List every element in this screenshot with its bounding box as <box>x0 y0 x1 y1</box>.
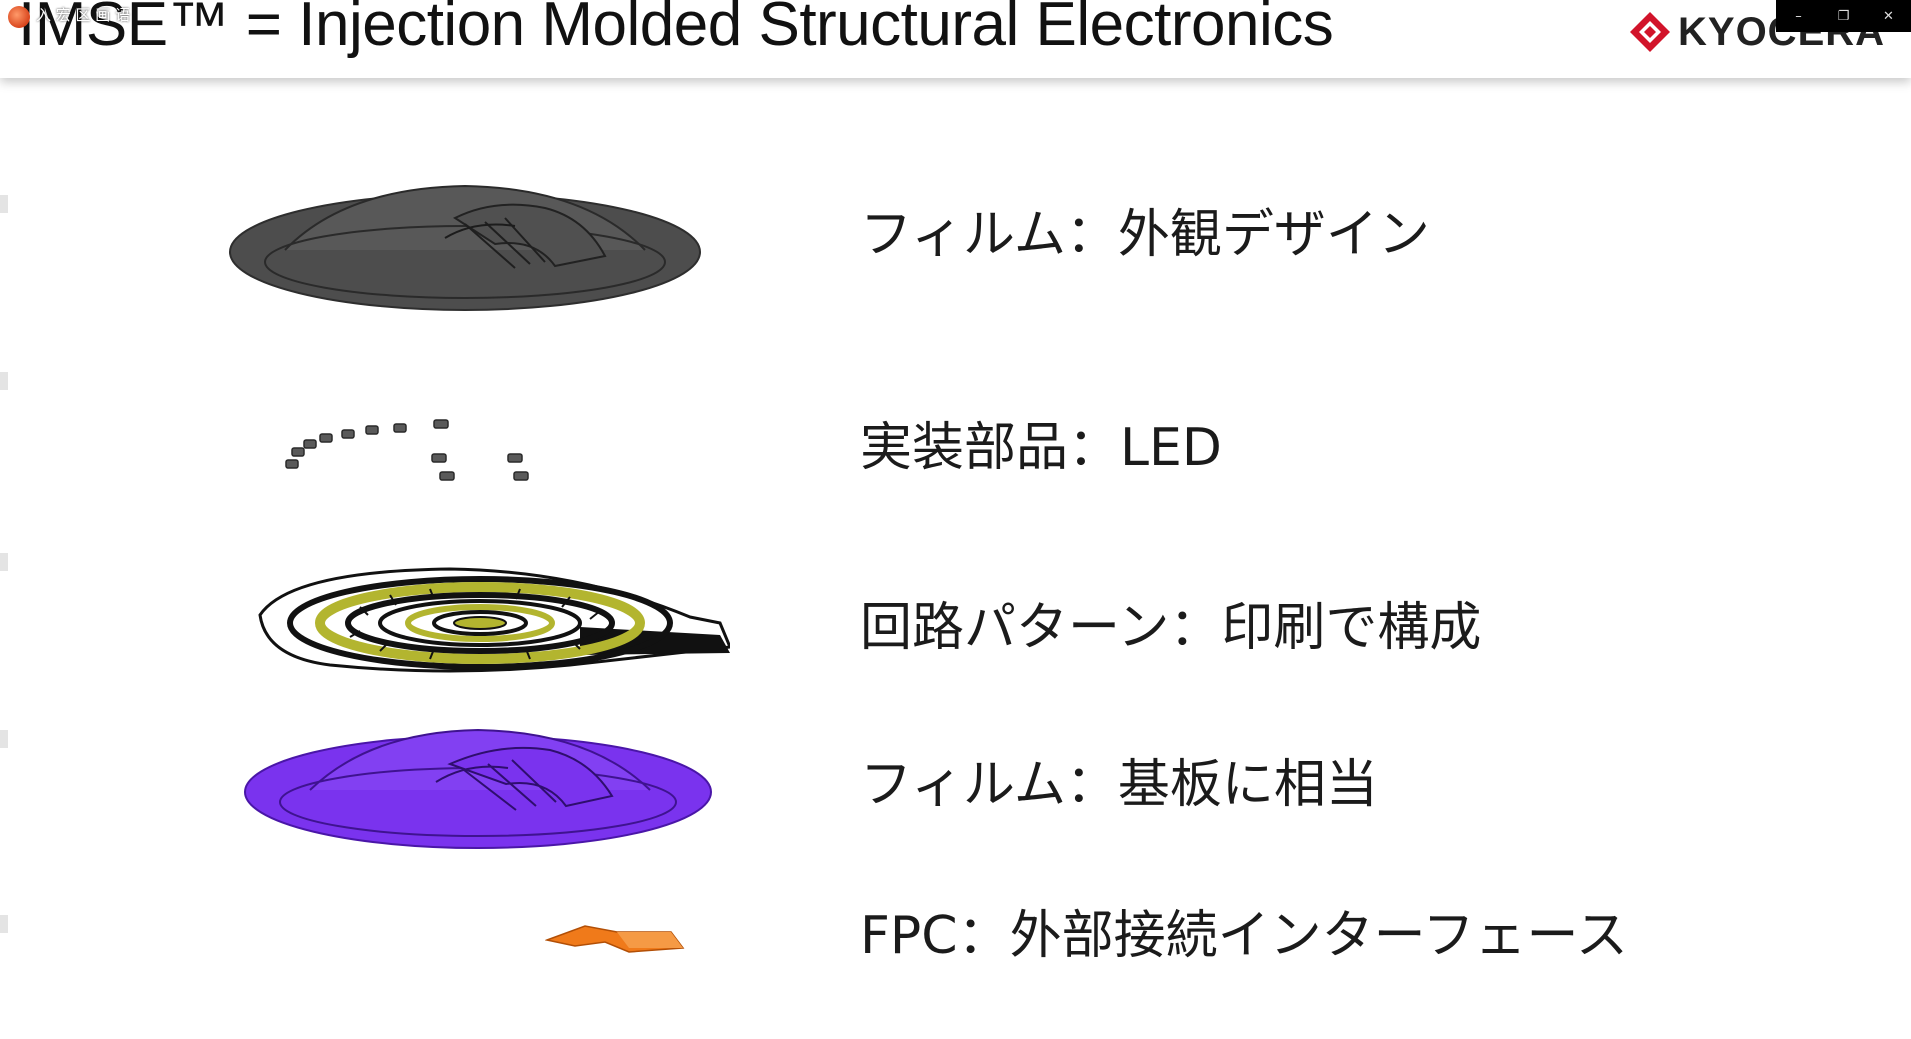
window-controls: – ❐ ✕ <box>1776 0 1911 32</box>
circuit-pattern-icon <box>258 567 730 673</box>
led-components-icon <box>285 419 529 481</box>
app-name: 入 宏 区 画 语 <box>36 6 131 24</box>
layer-label-fpc-interface: FPC：外部接続インターフェース <box>860 906 1628 966</box>
layer-label-led-components: 実装部品：LED <box>860 418 1222 478</box>
minimize-button[interactable]: – <box>1795 8 1802 24</box>
layer-label-appearance-film: フィルム：外観デザイン <box>860 205 1430 265</box>
kyocera-logo-mark-icon <box>1630 12 1670 52</box>
close-button[interactable]: ✕ <box>1883 8 1894 24</box>
layer-label-substrate-film: フィルム：基板に相当 <box>860 755 1378 815</box>
edge-mark <box>0 730 8 748</box>
layer-label-circuit-pattern: 回路パターン：印刷で構成 <box>860 598 1482 658</box>
edge-mark <box>0 372 8 390</box>
restore-button[interactable]: ❐ <box>1837 8 1850 24</box>
edge-mark <box>0 553 8 571</box>
slide-header: IMSE™ = Injection Molded Structural Elec… <box>0 0 1911 78</box>
edge-mark <box>0 195 8 213</box>
edge-mark <box>0 915 8 933</box>
fpc-connector-icon <box>545 925 685 953</box>
app-icon[interactable] <box>8 6 30 28</box>
slide-title: IMSE™ = Injection Molded Structural Elec… <box>18 0 1334 59</box>
dark-gray-film-icon <box>229 184 701 311</box>
purple-substrate-film-icon <box>244 728 712 849</box>
